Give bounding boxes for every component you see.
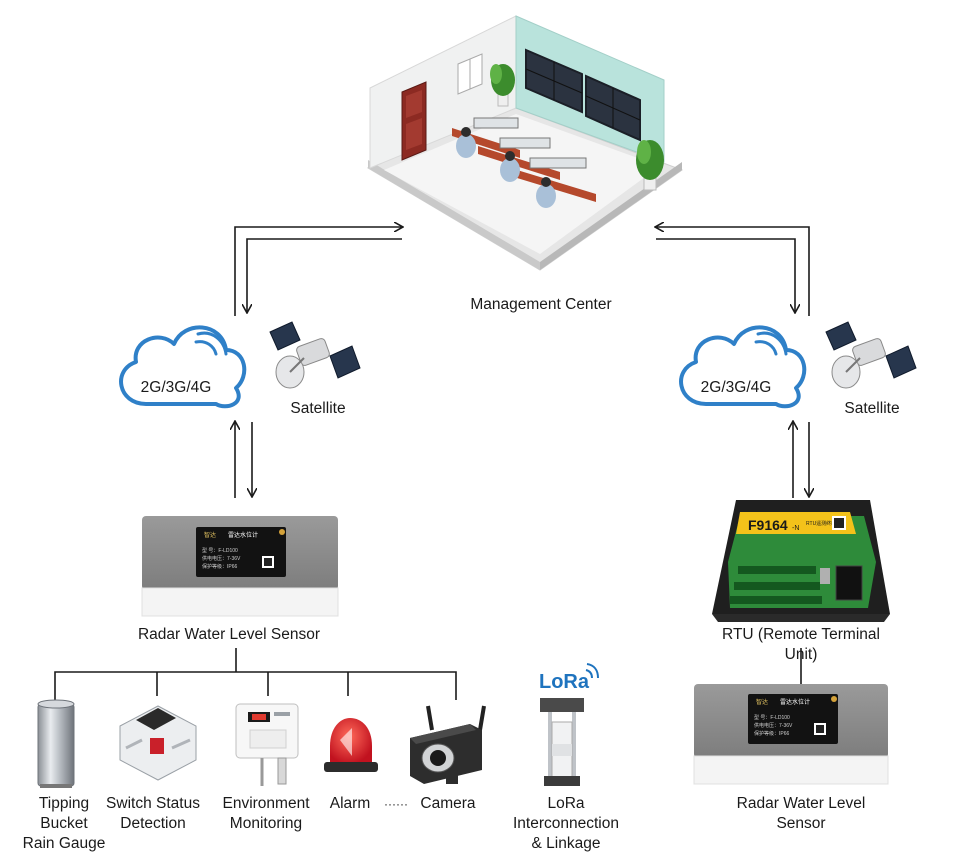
sensor-brand-left: 智达 — [204, 531, 216, 539]
lora-device-icon — [540, 698, 584, 786]
connector-lines — [54, 227, 810, 700]
sensor-line1-left: 型 号：F-LD100 — [202, 547, 238, 554]
arrow-right-up — [656, 227, 810, 316]
alarm-icon — [324, 718, 378, 772]
arrow-right-down — [656, 238, 795, 312]
switch-status-icon — [119, 705, 197, 781]
sensor-line3-left: 保护等级：IP66 — [202, 563, 238, 570]
sensor-line3-right: 保护等级：IP66 — [754, 730, 790, 737]
cloud-icon — [119, 325, 247, 409]
operator-desks — [452, 117, 596, 208]
ellipsis-label: ······ — [384, 797, 408, 811]
environment-label: Environment Monitoring — [222, 795, 310, 832]
network-label-right: 2G/3G/4G — [701, 379, 772, 396]
satellite-icon — [825, 321, 917, 389]
lora-label: LoRa Interconnection & Linkage — [513, 795, 619, 852]
sensor-line2-left: 供电电压：7-36V — [202, 555, 241, 562]
rain-gauge-label: Tipping Bucket Rain Gauge — [22, 795, 106, 852]
management-center-room — [366, 15, 684, 271]
radar-sensor-label-left: Radar Water Level Sensor — [137, 626, 321, 643]
management-center-label: Management Center — [470, 296, 612, 313]
rtu-suffix: -N — [792, 525, 799, 532]
arrow-left-up — [234, 227, 402, 316]
satellite-label-right: Satellite — [844, 400, 900, 417]
cloud-icon — [679, 325, 807, 409]
camera-label: Camera — [420, 795, 476, 812]
radar-sensor-label-right: Radar Water Level Sensor — [736, 795, 866, 832]
rain-gauge-icon — [37, 699, 75, 788]
plant-icon — [490, 64, 515, 107]
peripheral-bus — [54, 671, 457, 700]
rtu-sub: RTU遥测终端机 — [806, 520, 841, 527]
camera-icon — [410, 705, 486, 784]
alarm-label: Alarm — [329, 795, 371, 812]
sensor-title-right: 雷达水位计 — [780, 698, 810, 706]
lora-signal-icon — [585, 663, 599, 679]
plant-icon — [636, 140, 664, 191]
sensor-title-left: 雷达水位计 — [228, 531, 258, 539]
environment-monitor-icon — [235, 703, 299, 786]
radar-water-level-sensor-left: 智达 雷达水位计 型 号：F-LD100 供电电压：7-36V 保护等级：IP6… — [141, 516, 339, 617]
satellite-label-left: Satellite — [290, 400, 346, 417]
arrow-left-down — [247, 238, 402, 312]
rtu-device: F9164 -N RTU遥测终端机 — [712, 500, 890, 622]
network-label-left: 2G/3G/4G — [141, 379, 212, 396]
sensor-brand-right: 智达 — [756, 698, 768, 706]
satellite-icon — [269, 321, 361, 389]
sensor-line1-right: 型 号：F-LD100 — [754, 714, 790, 721]
switch-status-label: Switch Status Detection — [106, 795, 200, 832]
sensor-line2-right: 供电电压：7-36V — [754, 722, 793, 729]
lora-logo: LoRa — [539, 671, 590, 693]
rtu-label: RTU (Remote Terminal Unit) — [722, 626, 880, 663]
radar-water-level-sensor-right: 智达 雷达水位计 型 号：F-LD100 供电电压：7-36V 保护等级：IP6… — [693, 684, 889, 785]
rtu-model: F9164 — [748, 517, 788, 533]
